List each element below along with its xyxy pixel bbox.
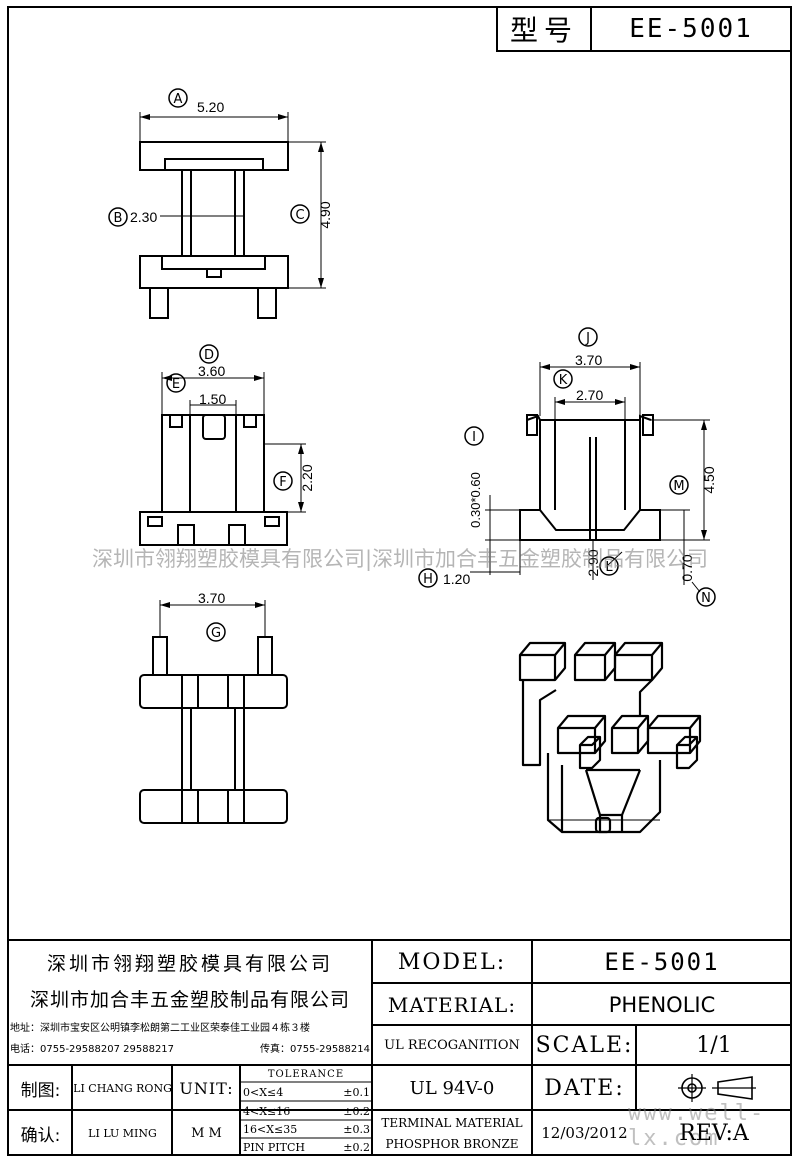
dim-b-value: 2.30: [130, 209, 157, 225]
top-view-upper-inner: [164, 158, 264, 171]
front-view-body: [161, 414, 265, 513]
ul-label: UL RECOGANITION: [384, 1038, 520, 1053]
dim-g-value: 3.70: [198, 590, 225, 606]
balloon-a-label: A: [174, 92, 183, 107]
balloon-b: [108, 207, 128, 227]
drawn-label: 制图:: [20, 1080, 61, 1101]
terminal-material-value: PHOSPHOR BRONZE: [385, 1136, 519, 1151]
watermark-site: www.well-lx.com: [628, 1101, 766, 1151]
balloon-h-label: H: [423, 572, 433, 587]
top-view-pin-left: [149, 287, 169, 319]
bottom-view-pin-left: [152, 636, 168, 676]
bottom-view: [139, 600, 288, 824]
tolerance-value-2: ±0.2: [343, 1104, 370, 1118]
header-model-value: EE-5001: [629, 14, 753, 44]
company-fax: 传真：0755-29588214: [260, 1043, 370, 1055]
date-value: 12/03/2012: [541, 1124, 628, 1142]
bottom-view-lower-flange: [139, 789, 288, 824]
tolerance-value-3: ±0.3: [343, 1123, 370, 1136]
company-address: 地址：深圳市宝安区公明镇李松朗第二工业区荣泰佳工业园４栋３楼: [10, 1022, 310, 1034]
dim-d-value: 3.60: [198, 363, 225, 379]
balloon-n-label: N: [701, 591, 711, 606]
balloon-i-label: I: [472, 430, 476, 445]
balloon-b-label: B: [114, 211, 123, 226]
dim-a-value: 5.20: [197, 99, 224, 115]
balloon-m: [669, 475, 689, 495]
dim-k-value: 2.70: [576, 387, 603, 403]
balloon-m-label: M: [673, 479, 684, 494]
dim-m-value: 4.50: [701, 466, 717, 493]
tolerance-range-2: 4<X≤16: [243, 1104, 291, 1118]
company-name-2: 深圳市加合丰五金塑胶制品有限公司: [29, 988, 350, 1011]
front-view: [139, 372, 306, 546]
header-model-label: 型号: [498, 8, 592, 50]
balloon-f: [273, 471, 293, 491]
unit-label: UNIT:: [179, 1078, 234, 1098]
isometric-view: [518, 641, 702, 834]
balloon-c: [290, 204, 310, 224]
balloon-k-label: K: [559, 373, 568, 388]
tolerance-value-4: ±0.2: [343, 1140, 370, 1154]
balloon-c-label: C: [295, 208, 304, 223]
title-block-grid: [7, 939, 792, 1156]
balloon-e: [166, 373, 186, 393]
material-value: PHENOLIC: [608, 992, 716, 1017]
drawing-frame: [7, 6, 792, 1156]
dim-j-value: 3.70: [575, 352, 602, 368]
dim-h-value: 1.20: [443, 571, 470, 587]
material-label: MATERIAL:: [387, 992, 517, 1017]
balloon-j: [578, 327, 598, 347]
balloon-a: [168, 88, 188, 108]
side-view: [470, 362, 710, 593]
dim-f-value: 2.20: [299, 464, 315, 491]
company-phone: 电话：0755-29588207 29588217: [10, 1043, 175, 1055]
company-name-1: 深圳市翎翔塑胶模具有限公司: [46, 952, 333, 975]
front-view-base: [139, 511, 288, 546]
watermark-text: 深圳市翎翔塑胶模具有限公司|深圳市加合丰五金塑胶制品有限公司: [91, 547, 709, 571]
dim-c-value: 4.90: [317, 201, 333, 228]
scale-value: 1/1: [696, 1033, 732, 1058]
revision: REV:A: [679, 1120, 749, 1146]
balloon-e-label: E: [172, 377, 180, 392]
top-view-pin-right: [257, 287, 277, 319]
balloon-f-label: F: [279, 475, 286, 490]
date-label: DATE:: [544, 1075, 625, 1101]
balloon-d-label: D: [204, 348, 214, 363]
drawn-value: LI CHANG RONG: [74, 1081, 171, 1095]
balloon-g: [206, 622, 226, 642]
terminal-material-label: TERMINAL MATERIAL: [381, 1115, 523, 1130]
balloon-h: [418, 568, 438, 588]
balloon-l-label: L: [605, 560, 613, 575]
dim-n-value: 0.70: [679, 554, 695, 581]
tolerance-range-1: 0<X≤4: [243, 1085, 284, 1099]
bottom-view-pin-right: [257, 636, 273, 676]
dim-l-value: 2.90: [585, 549, 601, 576]
dim-e-value: 1.50: [199, 391, 226, 407]
tolerance-value-1: ±0.1: [343, 1085, 370, 1099]
check-value: LI LU MING: [88, 1126, 157, 1140]
tolerance-range-4: PIN PITCH: [243, 1140, 305, 1154]
balloon-k: [553, 369, 573, 389]
model-label: MODEL:: [397, 949, 507, 975]
bottom-view-upper-flange: [139, 674, 288, 709]
balloon-n: [696, 587, 716, 607]
balloon-g-label: G: [211, 626, 221, 641]
balloon-i: [464, 426, 484, 446]
balloon-l: [599, 556, 619, 576]
header-model-box: 型号 EE-5001: [496, 6, 792, 52]
tolerance-title: TOLERANCE: [267, 1068, 345, 1080]
top-view-upper-flange: [139, 141, 289, 171]
balloon-d: [199, 344, 219, 364]
ul-value: UL 94V-0: [409, 1077, 495, 1099]
scale-label: SCALE:: [535, 1033, 634, 1058]
tolerance-range-3: 16<X≤35: [243, 1123, 298, 1136]
balloon-j-label: J: [585, 331, 590, 346]
check-label: 确认:: [20, 1125, 61, 1146]
top-view: [139, 112, 326, 319]
model-value: EE-5001: [604, 948, 720, 976]
unit-value: M M: [191, 1125, 222, 1141]
dim-i-value: 0.30*0.60: [468, 472, 483, 528]
